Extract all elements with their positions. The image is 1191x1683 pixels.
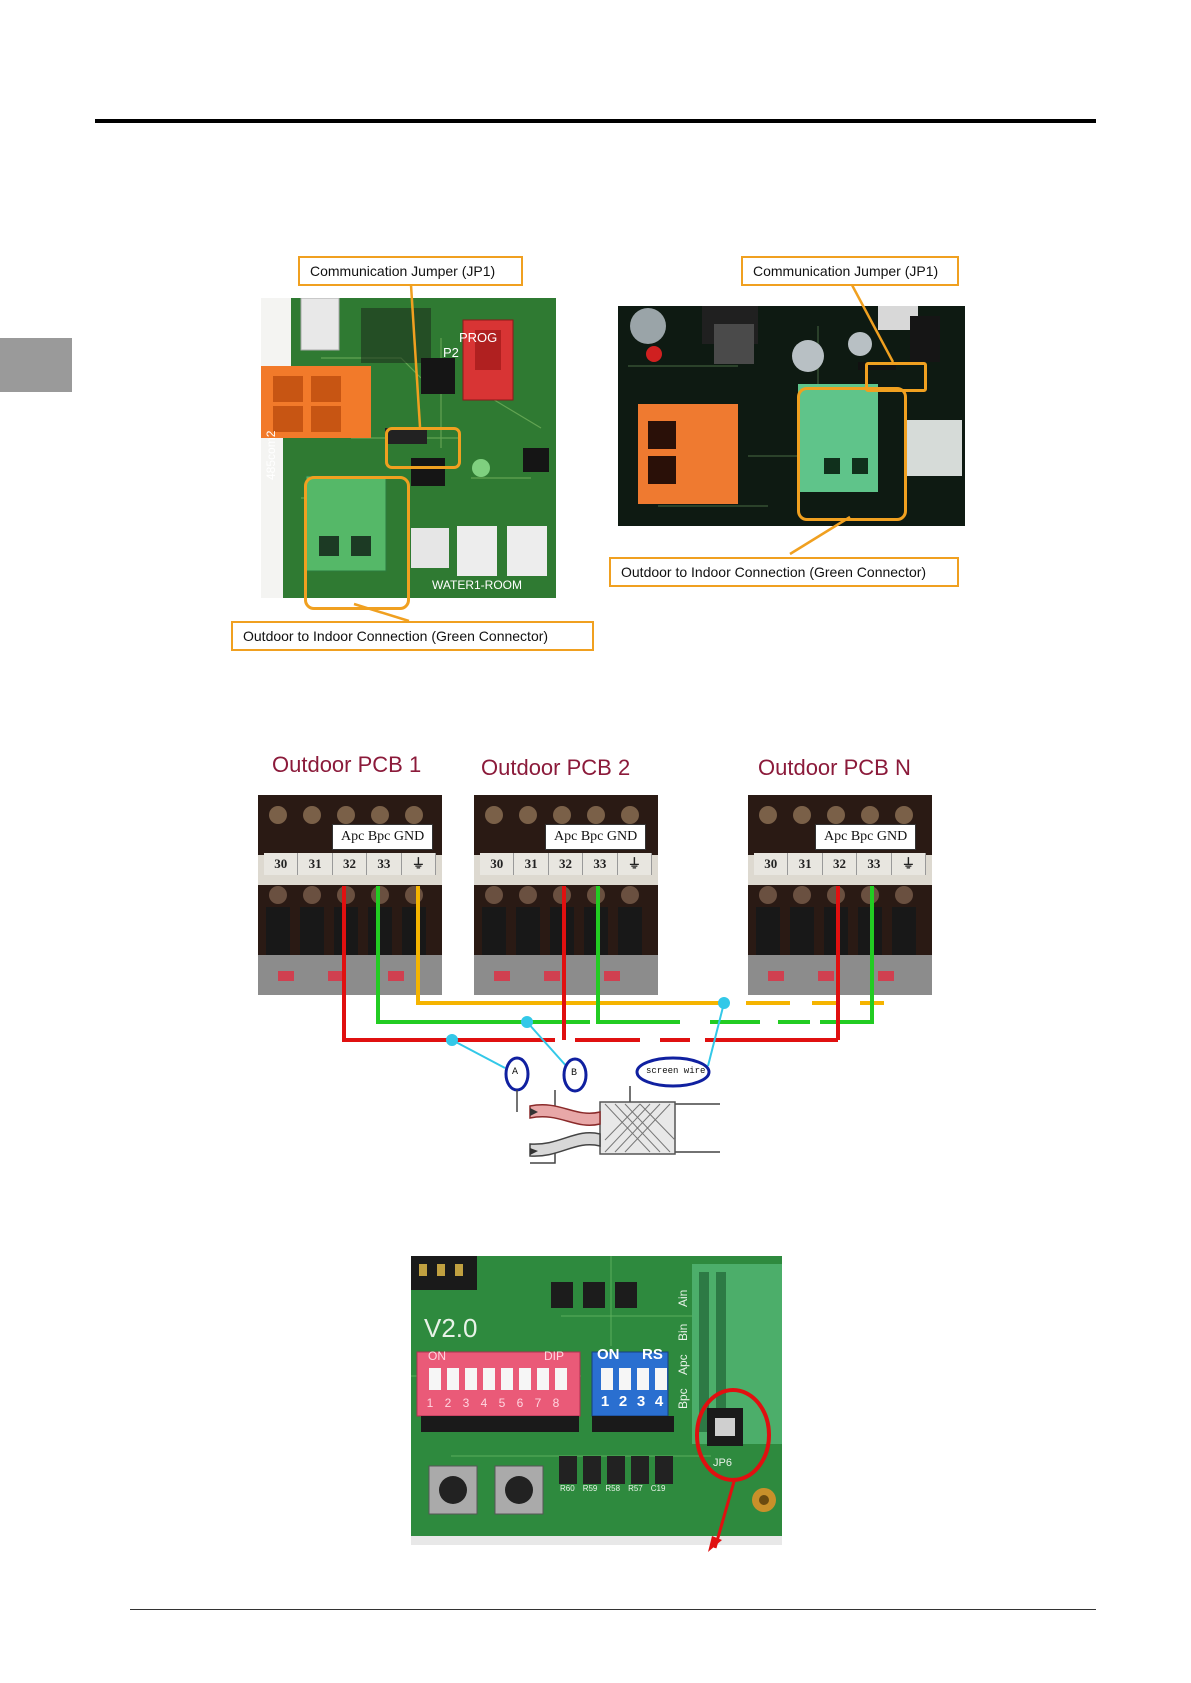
terminal-number: 31 <box>298 853 333 875</box>
terminal-number: 33 <box>583 853 618 875</box>
left-jumper-highlight <box>385 427 461 469</box>
blue-dip-numbers: 1 2 3 4 <box>599 1393 665 1410</box>
pcbn-terminal-numbers: 30 31 32 33 ⏚ <box>754 853 927 875</box>
right-connector-callout: Outdoor to Indoor Connection (Green Conn… <box>609 557 959 587</box>
jp6-label: JP6 <box>713 1457 732 1469</box>
pcb2-terminal-label: Apc Bpc GND <box>545 824 647 850</box>
dip-number: 4 <box>480 1396 488 1410</box>
dip-number: 2 <box>618 1393 628 1410</box>
terminal-number: 31 <box>514 853 549 875</box>
callout-b-text: B <box>571 1068 578 1079</box>
left-jumper-callout: Communication Jumper (JP1) <box>298 256 523 286</box>
right-board-photo <box>618 306 965 526</box>
pcb1-title: Outdoor PCB 1 <box>272 752 422 777</box>
right-connector-highlight <box>797 387 907 521</box>
board-text-bottom: WATER1-ROOM <box>432 578 522 592</box>
pcbn-title: Outdoor PCB N <box>758 755 911 780</box>
pcbn-terminal-label: Apc Bpc GND <box>815 824 917 850</box>
blue-dip-rs-label: RS <box>642 1346 663 1363</box>
terminal-number: 33 <box>857 853 892 875</box>
terminal-number: 32 <box>333 853 368 875</box>
dip-number: 8 <box>552 1396 560 1410</box>
dip-number: 1 <box>600 1393 610 1410</box>
blue-dip-on-label: ON <box>597 1346 620 1363</box>
dip-number: 3 <box>636 1393 646 1410</box>
terminal-number: 32 <box>549 853 584 875</box>
dip-number: 4 <box>654 1393 664 1410</box>
board-text-p2: P2 <box>443 345 459 360</box>
callout-screen-ellipse <box>635 1056 711 1088</box>
pcb2-title: Outdoor PCB 2 <box>481 755 631 780</box>
apc-wire-red <box>342 886 840 1042</box>
resistor-label: R57 <box>628 1484 643 1493</box>
resistor-label: R60 <box>560 1484 575 1493</box>
figure1-leader-lines <box>353 284 895 623</box>
board-version-label: V2.0 <box>424 1313 478 1343</box>
right-jumper-highlight <box>865 362 927 392</box>
dip-number: 7 <box>534 1396 542 1410</box>
terminal-number: 32 <box>823 853 858 875</box>
resistor-labels: R60 R59 R58 R57 C19 <box>560 1484 665 1493</box>
dip-number: 6 <box>516 1396 524 1410</box>
callout-b-ellipse <box>562 1057 588 1093</box>
terminal-number: 30 <box>480 853 515 875</box>
ground-symbol-icon: ⏚ <box>618 853 653 875</box>
footer-rule <box>130 1609 1096 1610</box>
callout-a-text: A <box>512 1067 519 1078</box>
left-connector-highlight <box>304 476 410 610</box>
dip-number: 3 <box>462 1396 470 1410</box>
red-dip-numbers: 1 2 3 4 5 6 7 8 <box>424 1396 562 1410</box>
pcb2-terminal-numbers: 30 31 32 33 ⏚ <box>480 853 653 875</box>
red-dip-on-label: ON <box>428 1349 446 1363</box>
resistor-label: C19 <box>650 1484 666 1493</box>
resistor-label: R58 <box>605 1484 621 1493</box>
dip-board-photo <box>411 1256 782 1545</box>
pcb1-terminal-numbers: 30 31 32 33 ⏚ <box>264 853 437 875</box>
ground-symbol-icon: ⏚ <box>402 853 437 875</box>
dip-number: 2 <box>444 1396 452 1410</box>
pointer-lines <box>446 997 730 1069</box>
board-text-prog: PROG <box>459 330 498 345</box>
dip-number: 1 <box>426 1396 434 1410</box>
chapter-side-tab <box>0 338 72 392</box>
terminal-number: 33 <box>367 853 402 875</box>
left-connector-callout: Outdoor to Indoor Connection (Green Conn… <box>231 621 594 651</box>
right-jumper-callout: Communication Jumper (JP1) <box>741 256 959 286</box>
arrow-head-icon <box>708 1536 722 1552</box>
header-rule <box>95 119 1096 123</box>
red-dip-dip-label: DIP <box>544 1349 565 1363</box>
ground-symbol-icon: ⏚ <box>892 853 927 875</box>
callout-screen-text: screen wire <box>646 1066 706 1076</box>
pcb1-terminal-label: Apc Bpc GND <box>332 824 434 850</box>
resistor-label: R59 <box>582 1484 598 1493</box>
terminal-number: 30 <box>754 853 789 875</box>
terminal-number: 30 <box>264 853 299 875</box>
terminal-number: 31 <box>788 853 823 875</box>
dip-number: 5 <box>498 1396 506 1410</box>
